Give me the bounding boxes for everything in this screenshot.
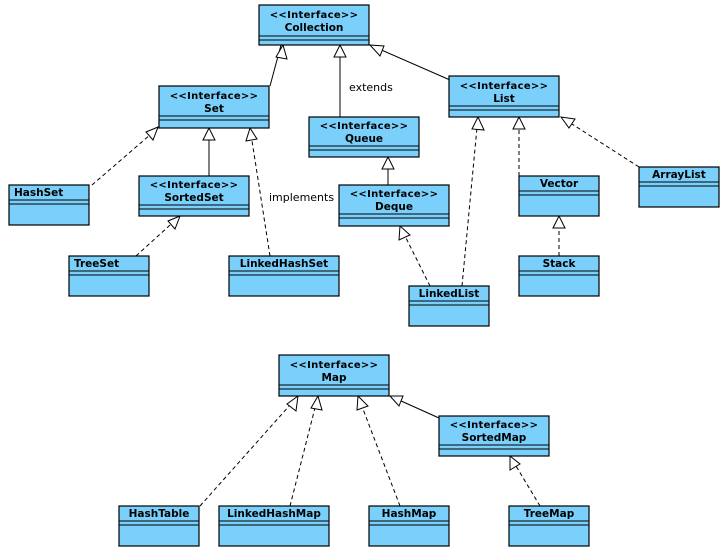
class-name: LinkedHashSet [240, 258, 328, 270]
class-name: Vector [540, 178, 579, 190]
class-hashset: HashSet [8, 184, 90, 226]
edge-linkedhashmap-map [289, 395, 319, 507]
class-treeset: TreeSet [68, 255, 150, 297]
class-queue: <<Interface>> Queue [308, 116, 420, 158]
stereotype: <<Interface>> [350, 189, 439, 200]
class-stack: Stack [518, 255, 600, 297]
class-vector: Vector [518, 175, 600, 217]
stereotype: <<Interface>> [170, 91, 259, 102]
class-collection: <<Interface>> Collection [258, 4, 370, 46]
class-sortedmap: <<Interface>> SortedMap [438, 415, 550, 457]
arrowhead-set-collection [275, 43, 288, 60]
stereotype: <<Interface>> [460, 81, 549, 92]
class-linkedhashset: LinkedHashSet [228, 255, 340, 297]
class-name: ArrayList [652, 169, 706, 181]
relationships [91, 43, 640, 507]
arrowhead-treemap-sortedmap [509, 454, 521, 471]
arrowhead-sortedmap-map [388, 395, 404, 407]
edge-hashset-set [91, 127, 159, 186]
arrowhead-deque-queue [381, 155, 395, 170]
edge-treemap-sortedmap [509, 455, 541, 507]
edge-linkedlist-list [461, 116, 479, 287]
edge-linkedhashset-set [249, 127, 271, 257]
class-name: SortedSet [164, 192, 223, 204]
class-name: HashSet [14, 187, 63, 199]
class-name: Set [204, 103, 224, 115]
arrowhead-linkedhashset-set [245, 126, 258, 142]
class-name: Queue [345, 133, 383, 145]
class-name: Deque [375, 201, 413, 213]
edge-arraylist-list [560, 116, 640, 168]
arrowhead-linkedhashmap-map [310, 394, 323, 411]
arrowhead-vector-list [512, 115, 526, 130]
class-arraylist: ArrayList [638, 166, 720, 208]
arrowhead-list-collection [368, 44, 385, 57]
class-linkedhashmap: LinkedHashMap [218, 505, 330, 547]
class-sortedset: <<Interface>> SortedSet [138, 175, 250, 217]
arrowhead-arraylist-list [559, 116, 576, 129]
class-name: Stack [543, 258, 577, 270]
arrowhead-treeset-sortedset [167, 215, 181, 230]
class-name: LinkedHashMap [227, 508, 321, 520]
class-linkedlist: LinkedList [408, 285, 490, 327]
class-name: SortedMap [462, 432, 527, 444]
arrowhead-queue-collection [333, 43, 347, 58]
arrowhead-stack-vector [552, 214, 566, 229]
class-deque: <<Interface>> Deque [338, 184, 450, 227]
class-hashmap: HashMap [368, 505, 450, 547]
arrowhead-hashmap-map [356, 394, 369, 411]
implements-label: implements [269, 191, 334, 204]
class-name: HashTable [129, 508, 190, 520]
class-name: TreeMap [524, 508, 575, 520]
stereotype: <<Interface>> [320, 121, 409, 132]
edge-hashmap-map [357, 395, 401, 507]
stereotype: <<Interface>> [150, 180, 239, 191]
class-list: <<Interface>> List [448, 75, 560, 118]
arrowhead-hashset-set [145, 126, 159, 141]
arrowhead-linkedlist-list [471, 115, 485, 131]
class-name: List [493, 93, 515, 105]
stereotype: <<Interface>> [290, 360, 379, 371]
class-hashtable: HashTable [118, 505, 200, 547]
arrowhead-linkedlist-deque [398, 224, 411, 241]
class-name: Collection [285, 22, 344, 34]
class-name: TreeSet [74, 258, 119, 270]
edge-list-collection [369, 44, 451, 81]
class-name: HashMap [382, 508, 437, 520]
class-treemap: TreeMap [508, 505, 590, 547]
arrowhead-sortedset-set [202, 126, 216, 141]
stereotype: <<Interface>> [450, 420, 539, 431]
class-map: <<Interface>> Map [278, 354, 390, 397]
class-name: LinkedList [419, 288, 480, 300]
arrowhead-hashtable-map [286, 394, 299, 412]
edge-hashtable-map [199, 395, 299, 507]
class-name: Map [321, 372, 347, 384]
extends-label: extends [349, 81, 393, 94]
class-set: <<Interface>> Set [158, 85, 270, 129]
stereotype: <<Interface>> [270, 10, 359, 21]
